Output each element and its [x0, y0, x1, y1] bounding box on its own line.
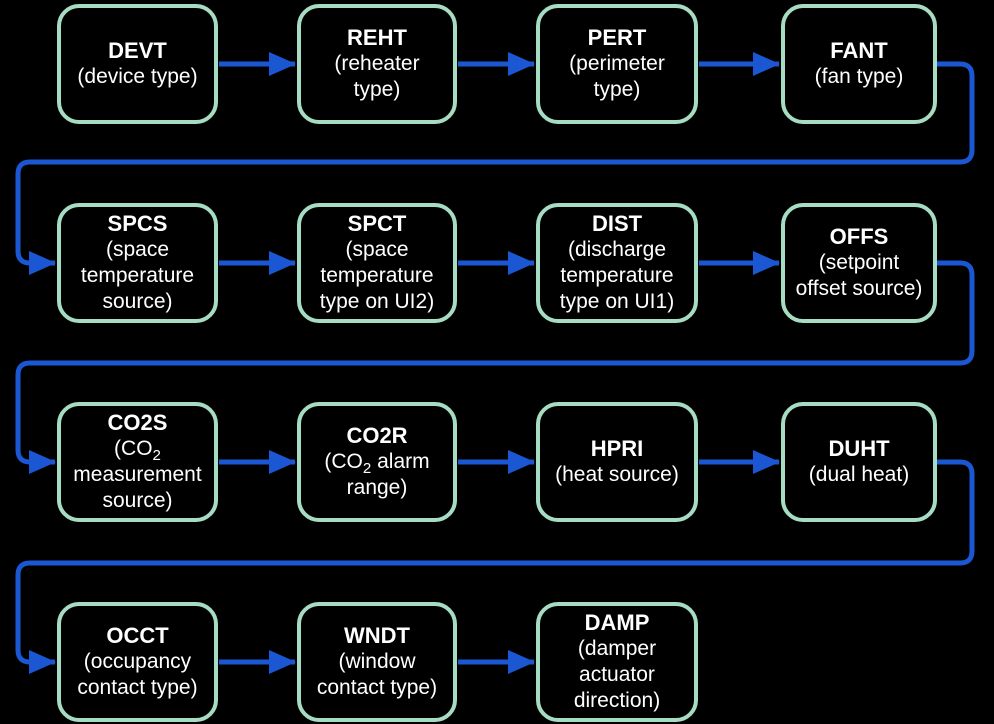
- arrow-fant-spcs-wrap: [15, 61, 975, 275]
- node-devt-desc: (device type): [77, 65, 198, 88]
- node-pert-desc: (perimeter type): [569, 52, 665, 101]
- node-spcs-desc: (space temperature source): [80, 238, 195, 313]
- node-spct-title: SPCT: [347, 211, 407, 236]
- node-pert: PERT (perimeter type): [536, 4, 698, 124]
- node-offs-desc: (setpoint offset source): [795, 251, 923, 300]
- node-co2s-desc: (CO2 measurement source): [73, 437, 202, 512]
- node-occt: OCCT (occupancy contact type): [57, 602, 218, 722]
- node-hpri-title: HPRI: [590, 436, 644, 461]
- node-fant-title: FANT: [830, 38, 888, 63]
- node-pert-title: PERT: [587, 25, 647, 50]
- node-occt-desc: (occupancy contact type): [77, 650, 198, 699]
- node-hpri: HPRI (heat source): [536, 402, 698, 522]
- node-spct-desc: (space temperature type on UI2): [319, 238, 435, 313]
- node-co2r: CO2R (CO2 alarm range): [297, 402, 457, 522]
- node-devt-title: DEVT: [108, 38, 167, 63]
- node-duht: DUHT (dual heat): [781, 402, 937, 522]
- node-damp-title: DAMP: [584, 610, 650, 635]
- node-dist-title: DIST: [591, 211, 643, 236]
- node-spct: SPCT (space temperature type on UI2): [297, 203, 457, 323]
- node-spcs: SPCS (space temperature source): [57, 203, 218, 323]
- node-fant: FANT (fan type): [781, 4, 937, 124]
- node-duht-desc: (dual heat): [808, 463, 910, 486]
- node-co2r-title: CO2R: [346, 423, 408, 448]
- node-reht-title: REHT: [347, 25, 407, 50]
- node-dist: DIST (discharge temperature type on UI1): [536, 203, 698, 323]
- node-offs: OFFS (setpoint offset source): [781, 203, 937, 323]
- node-co2s: CO2S (CO2 measurement source): [57, 402, 218, 522]
- node-wndt: WNDT (window contact type): [297, 602, 457, 722]
- node-damp: DAMP (damper actuator direction): [536, 602, 698, 722]
- node-offs-title: OFFS: [829, 224, 889, 249]
- node-duht-title: DUHT: [828, 436, 890, 461]
- node-dist-desc: (discharge temperature type on UI1): [559, 238, 675, 313]
- arrow-offs-co2s-wrap: [15, 260, 975, 474]
- co2-subscript: 2: [362, 460, 372, 478]
- node-devt: DEVT (device type): [57, 4, 218, 124]
- node-co2s-title: CO2S: [107, 410, 168, 435]
- node-co2r-desc: (CO2 alarm range): [324, 450, 430, 499]
- node-spcs-title: SPCS: [107, 211, 168, 236]
- node-reht-desc: (reheater type): [334, 52, 420, 101]
- node-hpri-desc: (heat source): [555, 463, 679, 486]
- node-damp-desc: (damper actuator direction): [573, 637, 661, 712]
- node-wndt-title: WNDT: [344, 623, 410, 648]
- node-fant-desc: (fan type): [814, 65, 904, 88]
- node-wndt-desc: (window contact type): [316, 650, 438, 699]
- arrow-duht-occt-wrap: [15, 459, 975, 674]
- node-occt-title: OCCT: [106, 623, 169, 648]
- node-reht: REHT (reheater type): [297, 4, 457, 124]
- co2-subscript: 2: [152, 447, 161, 465]
